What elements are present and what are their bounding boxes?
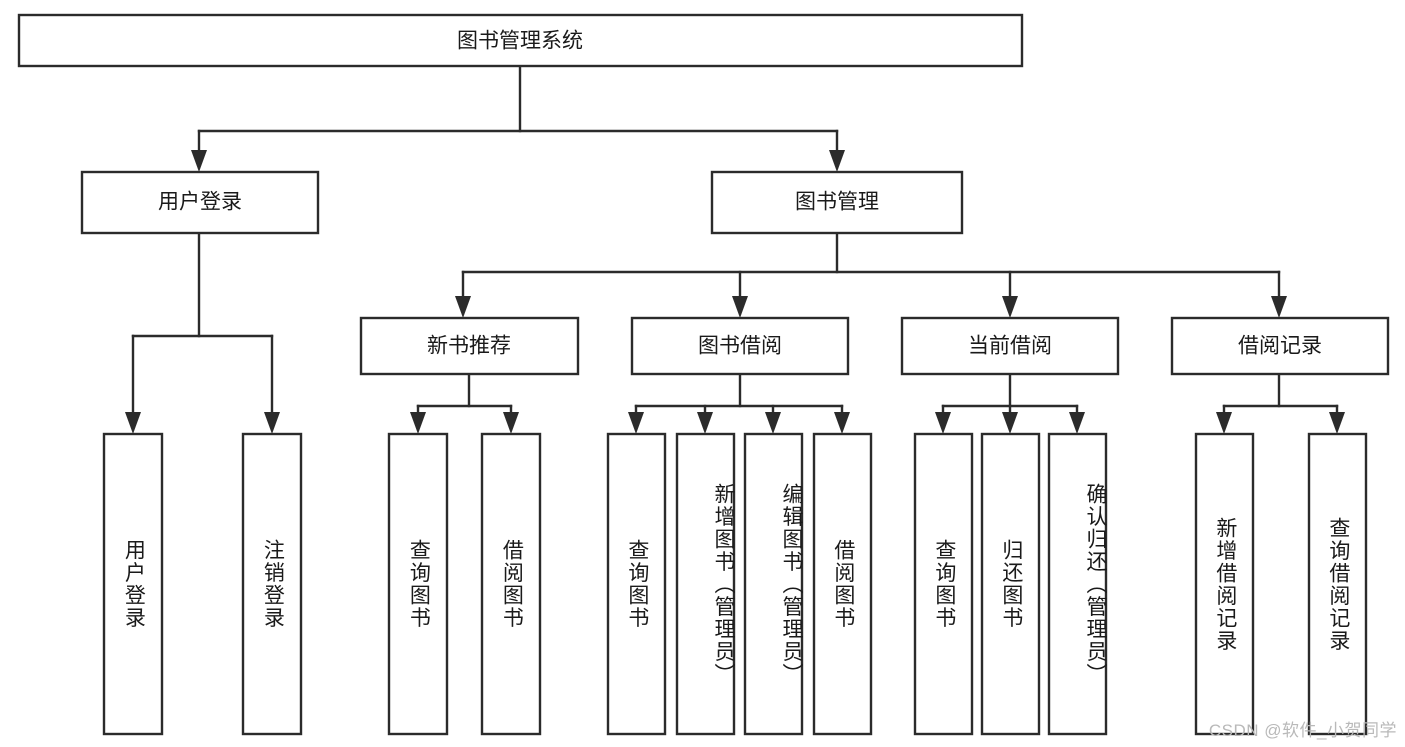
node-new-book-recommend-box[interactable] [359, 316, 580, 376]
leaf-current-borrow-3-box[interactable] [1047, 432, 1108, 736]
leaf-new-book-1-box[interactable] [387, 432, 449, 736]
arrow-new-book-leaf-2 [503, 412, 519, 434]
arrow-current-borrow-leaf-1 [935, 412, 951, 434]
leaf-borrow-record-2-box[interactable] [1307, 432, 1368, 736]
node-user-login-label: 用户登录 [158, 191, 242, 214]
arrow-new-book-leaf-1 [410, 412, 426, 434]
node-new-book-recommend-label: 新书推荐 [427, 335, 511, 358]
arrow-user-login-leaf-2 [264, 412, 280, 434]
leaf-user-login-2-box[interactable] [241, 432, 303, 736]
leaf-book-borrow-4-box[interactable] [812, 432, 873, 736]
leaf-user-login-1-box[interactable] [102, 432, 164, 736]
leaf-borrow-record-1-box[interactable] [1194, 432, 1255, 736]
arrow-borrow-record-leaf-1 [1216, 412, 1232, 434]
arrow-to-borrow-record [1271, 296, 1287, 318]
arrow-user-login-leaf-1 [125, 412, 141, 434]
arrow-current-borrow-leaf-3 [1069, 412, 1085, 434]
leaf-current-borrow-2-box[interactable] [980, 432, 1041, 736]
arrow-book-borrow-leaf-3 [765, 412, 781, 434]
node-root-label: 图书管理系统 [457, 30, 583, 53]
arrow-to-new-book-recommend [455, 296, 471, 318]
arrow-borrow-record-leaf-2 [1329, 412, 1345, 434]
leaf-book-borrow-3-box[interactable] [743, 432, 804, 736]
arrow-to-book-borrow [732, 296, 748, 318]
edges-layer [125, 64, 1345, 434]
node-borrow-record-box[interactable] [1170, 316, 1390, 376]
node-book-manage-box[interactable] [710, 170, 964, 235]
node-book-borrow-label: 图书借阅 [698, 335, 782, 358]
node-current-borrow-label: 当前借阅 [968, 335, 1052, 358]
arrow-book-borrow-leaf-2 [697, 412, 713, 434]
node-root-box[interactable] [17, 13, 1024, 68]
arrow-root-to-book-manage [829, 150, 845, 172]
leaf-current-borrow-1-box[interactable] [913, 432, 974, 736]
node-current-borrow-box[interactable] [900, 316, 1120, 376]
node-borrow-record-label: 借阅记录 [1238, 335, 1322, 358]
leaf-new-book-2-box[interactable] [480, 432, 542, 736]
arrow-book-borrow-leaf-1 [628, 412, 644, 434]
node-book-manage-label: 图书管理 [795, 191, 879, 214]
arrow-book-borrow-leaf-4 [834, 412, 850, 434]
node-book-borrow-box[interactable] [630, 316, 850, 376]
watermark-label: CSDN @软件_小贺同学 [1208, 721, 1397, 740]
leaf-book-borrow-1-box[interactable] [606, 432, 667, 736]
arrow-root-to-user-login [191, 150, 207, 172]
leaf-book-borrow-2-box[interactable] [675, 432, 736, 736]
nodes-layer: 图书管理系统 用户登录 图书管理 新书推荐 图书借阅 当前借阅 借阅记录 [17, 13, 1390, 736]
arrow-to-current-borrow [1002, 296, 1018, 318]
arrow-current-borrow-leaf-2 [1002, 412, 1018, 434]
node-user-login-box[interactable] [80, 170, 320, 235]
